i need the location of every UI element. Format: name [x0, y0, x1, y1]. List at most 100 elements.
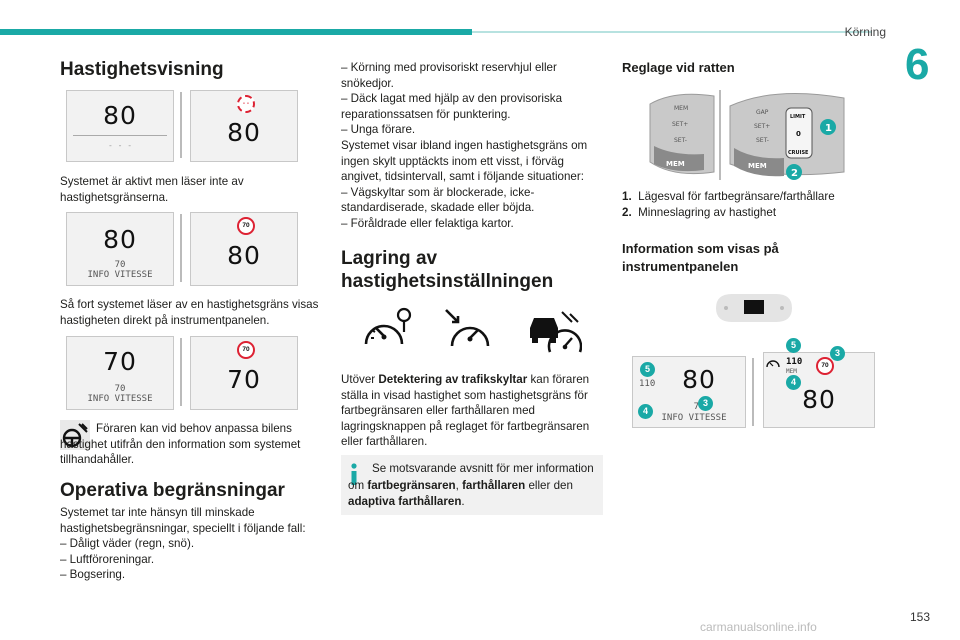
info-box: Se motsvarande avsnitt för mer informati…: [341, 455, 603, 515]
display-1-left: 80 - - -: [66, 90, 174, 162]
storage-title-block: Lagring av hastighetsinställningen: [341, 247, 603, 293]
limits-item: – Bogsering.: [60, 568, 126, 582]
note-text: Föraren kan vid behov anpassa bilens has…: [60, 422, 301, 467]
display-separator: [180, 214, 182, 282]
stalk-label: SET-: [674, 137, 687, 144]
stalk-label: LIMIT: [790, 114, 806, 120]
header-divider: [472, 31, 872, 33]
limits-item: – Dåligt väder (regn, snö).: [60, 537, 195, 551]
display-speed: 80: [103, 225, 137, 254]
middle-paragraph: Systemet visar ibland ingen hastighetsgr…: [341, 138, 588, 184]
cluster-stored-speed: 110: [786, 357, 803, 367]
display-limit: 70: [114, 384, 126, 394]
info-text: Se motsvarande avsnitt för mer informati…: [348, 461, 595, 511]
speed-sign-icon: 70: [237, 341, 255, 359]
instrument-cluster-icon: [716, 294, 792, 322]
callout-badge: 4: [786, 375, 801, 390]
display-separator: [180, 92, 182, 158]
stalk-label: GAP: [756, 109, 769, 116]
callout-number: 2: [791, 168, 798, 179]
section-label: Körning: [844, 25, 886, 39]
item-number: 1.: [622, 190, 632, 203]
middle-list-item: – Körning med provisoriskt reservhjul el…: [341, 61, 557, 90]
caption-1: Systemet är aktivt men läser inte av has…: [60, 175, 244, 204]
speed-sign-icon: 70: [816, 357, 834, 375]
stalk-label: MEM: [666, 160, 685, 168]
storage-paragraph: Utöver Detektering av trafikskyltar kan …: [341, 372, 603, 450]
display-2-right: 70 80: [190, 212, 298, 286]
item-text: Lägesval för fartbegränsare/farthållare: [638, 190, 835, 203]
limits-item: – Luftföroreningar.: [60, 552, 155, 566]
cluster-speed: 80: [682, 365, 716, 394]
display-speed: 80: [227, 118, 261, 147]
header-accent-bar: [0, 29, 472, 35]
steering-stalk-illustration: MEM MEM SET+ SET- MEM GAP SET+ SET- LIMI…: [649, 90, 845, 180]
caption-2: Så fort systemet läser av en hastighetsg…: [60, 298, 319, 327]
display-speed: 70: [103, 347, 137, 376]
display-speed: 80: [227, 241, 261, 270]
watermark: carmanualsonline.info: [700, 620, 817, 634]
info-text-part: .: [461, 495, 465, 508]
callout-number: 1: [825, 123, 832, 134]
middle-list-item: – Unga förare.: [341, 123, 416, 137]
middle-list-item: – Vägskyltar som är blockerade, icke-sta…: [341, 185, 535, 215]
page-number: 153: [909, 610, 930, 624]
middle-list-block: – Körning med provisoriskt reservhjul el…: [341, 60, 603, 232]
stalk-label: 0: [796, 130, 801, 138]
note-block: Föraren kan vid behov anpassa bilens has…: [60, 421, 322, 468]
adaptive-cruise-icon: [530, 311, 582, 353]
display-3-right: 70 70: [190, 336, 298, 410]
stalk-label: SET-: [756, 137, 769, 144]
page-title: Hastighetsvisning: [60, 59, 224, 80]
callout-badge: 3: [698, 396, 713, 411]
cluster-limit-small: 110: [639, 379, 656, 389]
middle-list-item: – Däck lagat med hjälp av den provisoris…: [341, 92, 563, 121]
speed-limit-icon: [364, 307, 412, 345]
info-text-part: Se motsvarande avsnitt för mer informati…: [348, 462, 594, 492]
limits-title-block: Operativa begränsningar: [60, 479, 322, 502]
cluster-right-display: 110 MEM 70 80: [763, 352, 875, 428]
display-speed: 70: [227, 365, 261, 394]
controls-item-1: 1. Lägesval för fartbegränsare/farthålla…: [622, 189, 884, 205]
stalk-label: SET+: [754, 123, 770, 130]
stalk-label: SET+: [672, 121, 688, 128]
limits-intro: Systemet tar inte hänsyn till minskade h…: [60, 506, 306, 535]
display-divider: [73, 135, 167, 136]
storage-text: Utöver: [341, 373, 379, 386]
display-3-left: 70 70 INFO VITESSE: [66, 336, 174, 410]
display-limit: 70: [114, 260, 126, 270]
callout-badge: 3: [830, 346, 845, 361]
info-text-part: ,: [455, 478, 463, 492]
info-bold: fartbegränsaren: [367, 478, 456, 492]
info-bold: adaptiva farthållaren: [348, 495, 462, 508]
controls-list: 1. Lägesval för fartbegränsare/farthålla…: [622, 189, 884, 220]
panel-title: Information som visas på instrumentpanel…: [622, 241, 779, 274]
cruise-control-icon: [445, 309, 490, 347]
display-info: INFO VITESSE: [87, 270, 153, 280]
display-speed: 80: [103, 101, 137, 130]
display-info: INFO VITESSE: [87, 394, 153, 404]
cluster-separator: [752, 358, 754, 426]
caption-2-block: Så fort systemet läser av en hastighetsg…: [60, 297, 322, 328]
caption-1-block: Systemet är aktivt men läser inte av has…: [60, 174, 322, 205]
controls-title: Reglage vid ratten: [622, 60, 735, 75]
info-icon: [351, 463, 357, 485]
display-separator: [180, 338, 182, 406]
item-number: 2.: [622, 205, 632, 219]
speed-sign-icon: - -: [237, 95, 255, 113]
controls-title-block: Reglage vid ratten: [622, 60, 884, 76]
steering-wheel-icon: [60, 420, 90, 450]
storage-bold: Detektering av trafikskyltar: [378, 373, 528, 386]
cluster-mem: MEM: [786, 368, 797, 375]
cluster-info: INFO VITESSE: [661, 413, 727, 423]
info-text-part: eller den: [525, 478, 573, 492]
chapter-number: 6: [905, 40, 930, 89]
item-text: Minneslagring av hastighet: [638, 205, 777, 219]
callout-badge: 4: [638, 404, 653, 419]
speed-sign-icon: 70: [237, 217, 255, 235]
display-no-limit: - - -: [107, 141, 133, 150]
stalk-label: MEM: [748, 162, 767, 170]
storage-title: Lagring av hastighetsinställningen: [341, 248, 554, 292]
storage-text: kan föraren ställa in visad hastighet so…: [341, 373, 590, 449]
cluster-speed: 80: [802, 385, 836, 414]
